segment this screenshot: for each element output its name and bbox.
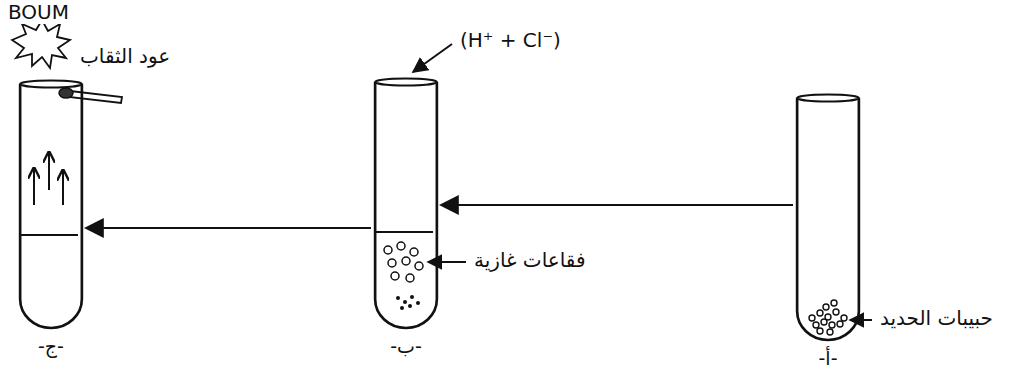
label-text: (H⁺ + Cl⁻)	[458, 28, 563, 52]
tube-rim	[797, 95, 859, 102]
tube-wall	[797, 98, 859, 340]
reaction-step-arrow	[441, 204, 793, 206]
tube-outline	[18, 80, 84, 330]
annotation-label: فقاعات غازية	[472, 248, 587, 273]
test-tube: -أ-	[795, 94, 861, 371]
tube-rim	[20, 81, 82, 88]
iron-grains	[396, 295, 420, 310]
test-tube: -ب-	[373, 78, 439, 359]
annotation-label: حبيبات الحديد	[878, 306, 995, 331]
reaction-step-arrow	[86, 227, 371, 229]
acid-pour-arrow	[413, 44, 452, 72]
tube-rim	[375, 79, 437, 86]
rising-gas-arrows	[34, 152, 63, 205]
annotation-label: BOUM	[6, 0, 71, 25]
tube-body	[18, 80, 84, 330]
grains-leader	[850, 319, 872, 321]
tube-wall	[375, 82, 437, 328]
label-text: BOUM	[6, 0, 71, 24]
bubbles-leader	[428, 261, 466, 263]
liquid-level	[20, 234, 78, 236]
tube-wall	[20, 84, 82, 328]
test-tube: -ج-	[18, 80, 84, 359]
label-text: حبيبات الحديد	[878, 306, 995, 330]
matchstick	[59, 88, 122, 103]
iron-grains	[809, 300, 847, 335]
annotation-label: (H⁺ + Cl⁻)	[458, 28, 563, 53]
tube-letter: -ب-	[373, 334, 439, 359]
tube-outline	[795, 94, 861, 342]
gas-bubbles	[384, 242, 423, 282]
tube-outline	[373, 78, 439, 330]
tube-body	[373, 78, 439, 330]
label-text: عود الثقاب	[78, 44, 172, 68]
tube-letter: -ج-	[18, 334, 84, 359]
tube-body	[795, 94, 861, 342]
liquid-level	[375, 231, 433, 233]
label-text: فقاعات غازية	[472, 248, 587, 272]
tube-letter: -أ-	[795, 346, 861, 371]
explosion-burst	[12, 20, 70, 68]
annotation-label: عود الثقاب	[78, 44, 172, 69]
